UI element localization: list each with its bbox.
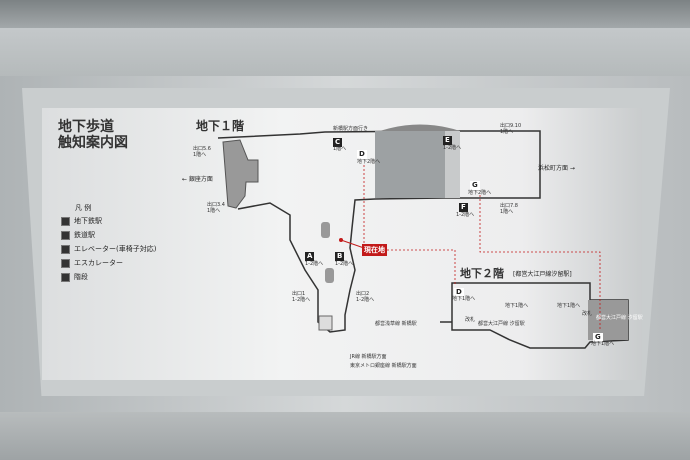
exit-label: 出口3.4 [207, 202, 225, 208]
title-line1: 地下歩道 [58, 119, 114, 135]
elevator-g: G [470, 181, 480, 190]
elevator-c: C [333, 138, 343, 147]
legend-item: 鉄道駅 [74, 231, 95, 239]
legend-item: エスカレーター [74, 259, 123, 267]
legend-item: エレベーター(車椅子対応) [74, 245, 157, 253]
elevator-sub: 地下2階へ [468, 190, 492, 196]
subway-station-icon [61, 217, 70, 226]
legend-item: 地下鉄駅 [74, 217, 102, 225]
current-location-marker: 現在地 [362, 244, 387, 256]
exit-label: 出口9.10 [500, 123, 522, 129]
elevator-sub: 地下1階へ [591, 341, 615, 347]
wall-bottom [0, 412, 690, 460]
floor2-elevator-d: D [454, 288, 464, 297]
legend-item: 階段 [74, 273, 88, 281]
direction-metro: 東京メトロ銀座線 新橋駅方面 [350, 363, 417, 369]
elevator-sub: 1-2階へ [335, 261, 354, 267]
elevator-d: D [357, 150, 367, 159]
legend-heading: 凡 例 [75, 204, 92, 212]
elevator-a: A [305, 252, 315, 261]
direction-jr: JR線 新橋駅方面 [350, 354, 387, 360]
oedo-station-label: 都営大江戸線 汐留駅 [596, 315, 643, 321]
elevator-sub: 地下1階へ [452, 296, 476, 302]
exit-label: 出口7.8 [500, 203, 518, 209]
exit-sub: 1階へ [500, 209, 514, 215]
tactile-map-panel [42, 108, 642, 380]
floor2-station: [都営大江戸線汐留駅] [513, 271, 572, 278]
oedo-station-label: 都営大江戸線 汐留駅 [478, 321, 525, 327]
to-b1-label: 地下1階へ [557, 303, 581, 309]
elevator-sub: 1階へ [333, 146, 347, 152]
exit-label: 出口1 [292, 291, 306, 297]
asakusa-line-station: 都営浅草線 新橋駅 [375, 321, 417, 327]
direction-north: 新橋駅方面行き [333, 126, 369, 132]
exit-sub: 1-2階へ [292, 297, 311, 303]
stairs-icon [61, 273, 70, 282]
floor2-label: 地下２階 [460, 267, 504, 280]
elevator-icon [61, 245, 70, 254]
ceiling [0, 0, 690, 28]
elevator-sub: 1-2階へ [305, 261, 324, 267]
elevator-b: B [335, 252, 345, 261]
railway-station-icon [61, 231, 70, 240]
exit-sub: 1階へ [500, 129, 514, 135]
to-b1-label: 地下1階へ [505, 303, 529, 309]
exit-label: 出口2 [356, 291, 370, 297]
floor2-elevator-g: G [593, 333, 603, 342]
direction-ginza: ← 銀座方面 [182, 176, 213, 183]
exit-sub: 1階へ [193, 152, 207, 158]
exit-label: 出口5.6 [193, 146, 211, 152]
floor1-label: 地下１階 [196, 119, 245, 133]
direction-hamamatsucho: 浜松町方面 → [538, 165, 575, 172]
title-line2: 触知案内図 [58, 135, 128, 151]
ceiling-panel [0, 28, 690, 76]
elevator-sub: 1-2階へ [456, 212, 475, 218]
gate-label: 改札 [465, 317, 476, 323]
escalator-icon [61, 259, 70, 268]
elevator-sub: 地下2階へ [357, 159, 381, 165]
exit-sub: 1階へ [207, 208, 221, 214]
elevator-e: E [443, 136, 452, 145]
elevator-f: F [459, 203, 468, 212]
exit-sub: 1-2階へ [356, 297, 375, 303]
elevator-sub: 1-2階へ [443, 145, 462, 151]
gate-label: 改札 [582, 311, 593, 317]
